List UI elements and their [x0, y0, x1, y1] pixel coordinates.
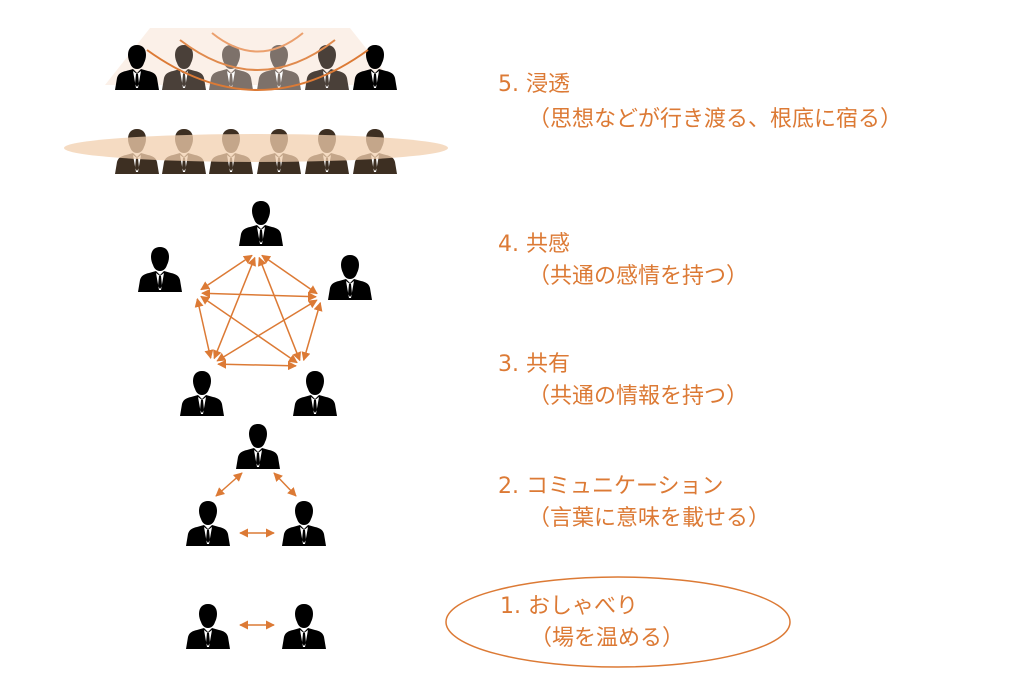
stage-2-desc: （言葉に意味を載せる）	[528, 506, 771, 531]
person-icon	[282, 501, 326, 546]
stage-5-desc: （思想などが行き渡る、根底に宿る）	[528, 107, 903, 132]
overlay	[64, 32, 791, 668]
arrows	[194, 254, 323, 630]
stage-1-title: 1. おしゃべり	[500, 594, 638, 619]
double-arrow	[215, 472, 243, 497]
stage-4-title: 4. 共感	[498, 232, 570, 257]
double-arrow	[200, 295, 298, 364]
double-arrow	[217, 359, 297, 371]
person-icon	[239, 201, 283, 246]
double-arrow	[216, 299, 318, 362]
person-icon	[293, 371, 337, 416]
person-icon	[186, 604, 230, 649]
wave-arc-inner	[211, 32, 304, 53]
person-icon	[236, 424, 280, 469]
double-arrow	[213, 256, 256, 360]
wave-arc-outer	[146, 49, 369, 91]
person-icon	[186, 501, 230, 546]
person-icon	[328, 255, 372, 300]
person-icon	[180, 371, 224, 416]
stage-3-title: 3. 共有	[498, 352, 570, 377]
stage-4-desc: （共通の感情を持つ）	[528, 264, 749, 289]
person-icon	[138, 247, 182, 292]
double-arrow	[194, 297, 214, 360]
stage-1-desc: （場を温める）	[530, 626, 685, 651]
double-arrow	[261, 254, 318, 295]
shared-layer-ellipse	[64, 134, 448, 162]
stage-5-title: 5. 浸透	[498, 72, 570, 97]
wave-arc-middle	[179, 39, 336, 71]
person-icon	[282, 604, 326, 649]
highlight-ellipse	[445, 576, 791, 668]
stage-3-desc: （共通の情報を持つ）	[528, 384, 749, 409]
double-arrow	[257, 256, 302, 362]
double-arrow	[301, 301, 323, 362]
double-arrow	[273, 472, 297, 497]
stage-2-title: 2. コミュニケーション	[498, 474, 724, 499]
double-arrow	[201, 288, 317, 302]
